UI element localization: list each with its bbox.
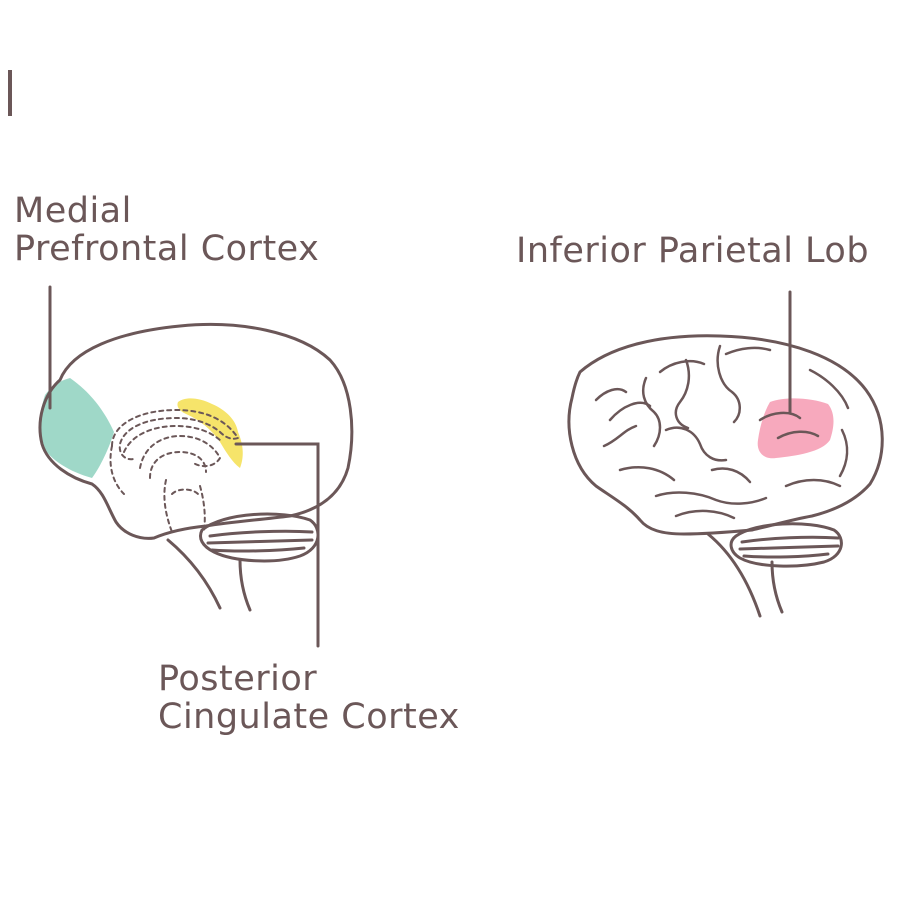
medial-brain-outline [40, 324, 352, 538]
label-medial-prefrontal-line2: Prefrontal Cortex [14, 229, 320, 269]
medial-brainstem [168, 540, 220, 608]
label-posterior-cingulate-line2: Cingulate Cortex [158, 697, 460, 737]
corpus-callosum-outline [112, 410, 238, 459]
lateral-cerebellum [731, 524, 841, 566]
posterior-cingulate-region [177, 398, 243, 468]
lateral-brainstem [708, 534, 760, 616]
inferior-parietal-region [757, 398, 834, 459]
brain-medial-view-icon [40, 324, 352, 610]
medial-cerebellum [201, 514, 319, 561]
label-posterior-cingulate-line1: Posterior [158, 659, 318, 699]
lateral-brain-outline [569, 336, 882, 534]
leader-lines [50, 287, 790, 646]
brain-lateral-view-icon [569, 336, 882, 616]
cropped-title-glyph [0, 70, 12, 116]
medial-prefrontal-region [39, 378, 114, 478]
label-medial-prefrontal-line1: Medial [14, 191, 132, 231]
leader-line-posterior-cingulate [236, 444, 318, 646]
label-inferior-parietal: Inferior Parietal Lob [516, 231, 870, 271]
